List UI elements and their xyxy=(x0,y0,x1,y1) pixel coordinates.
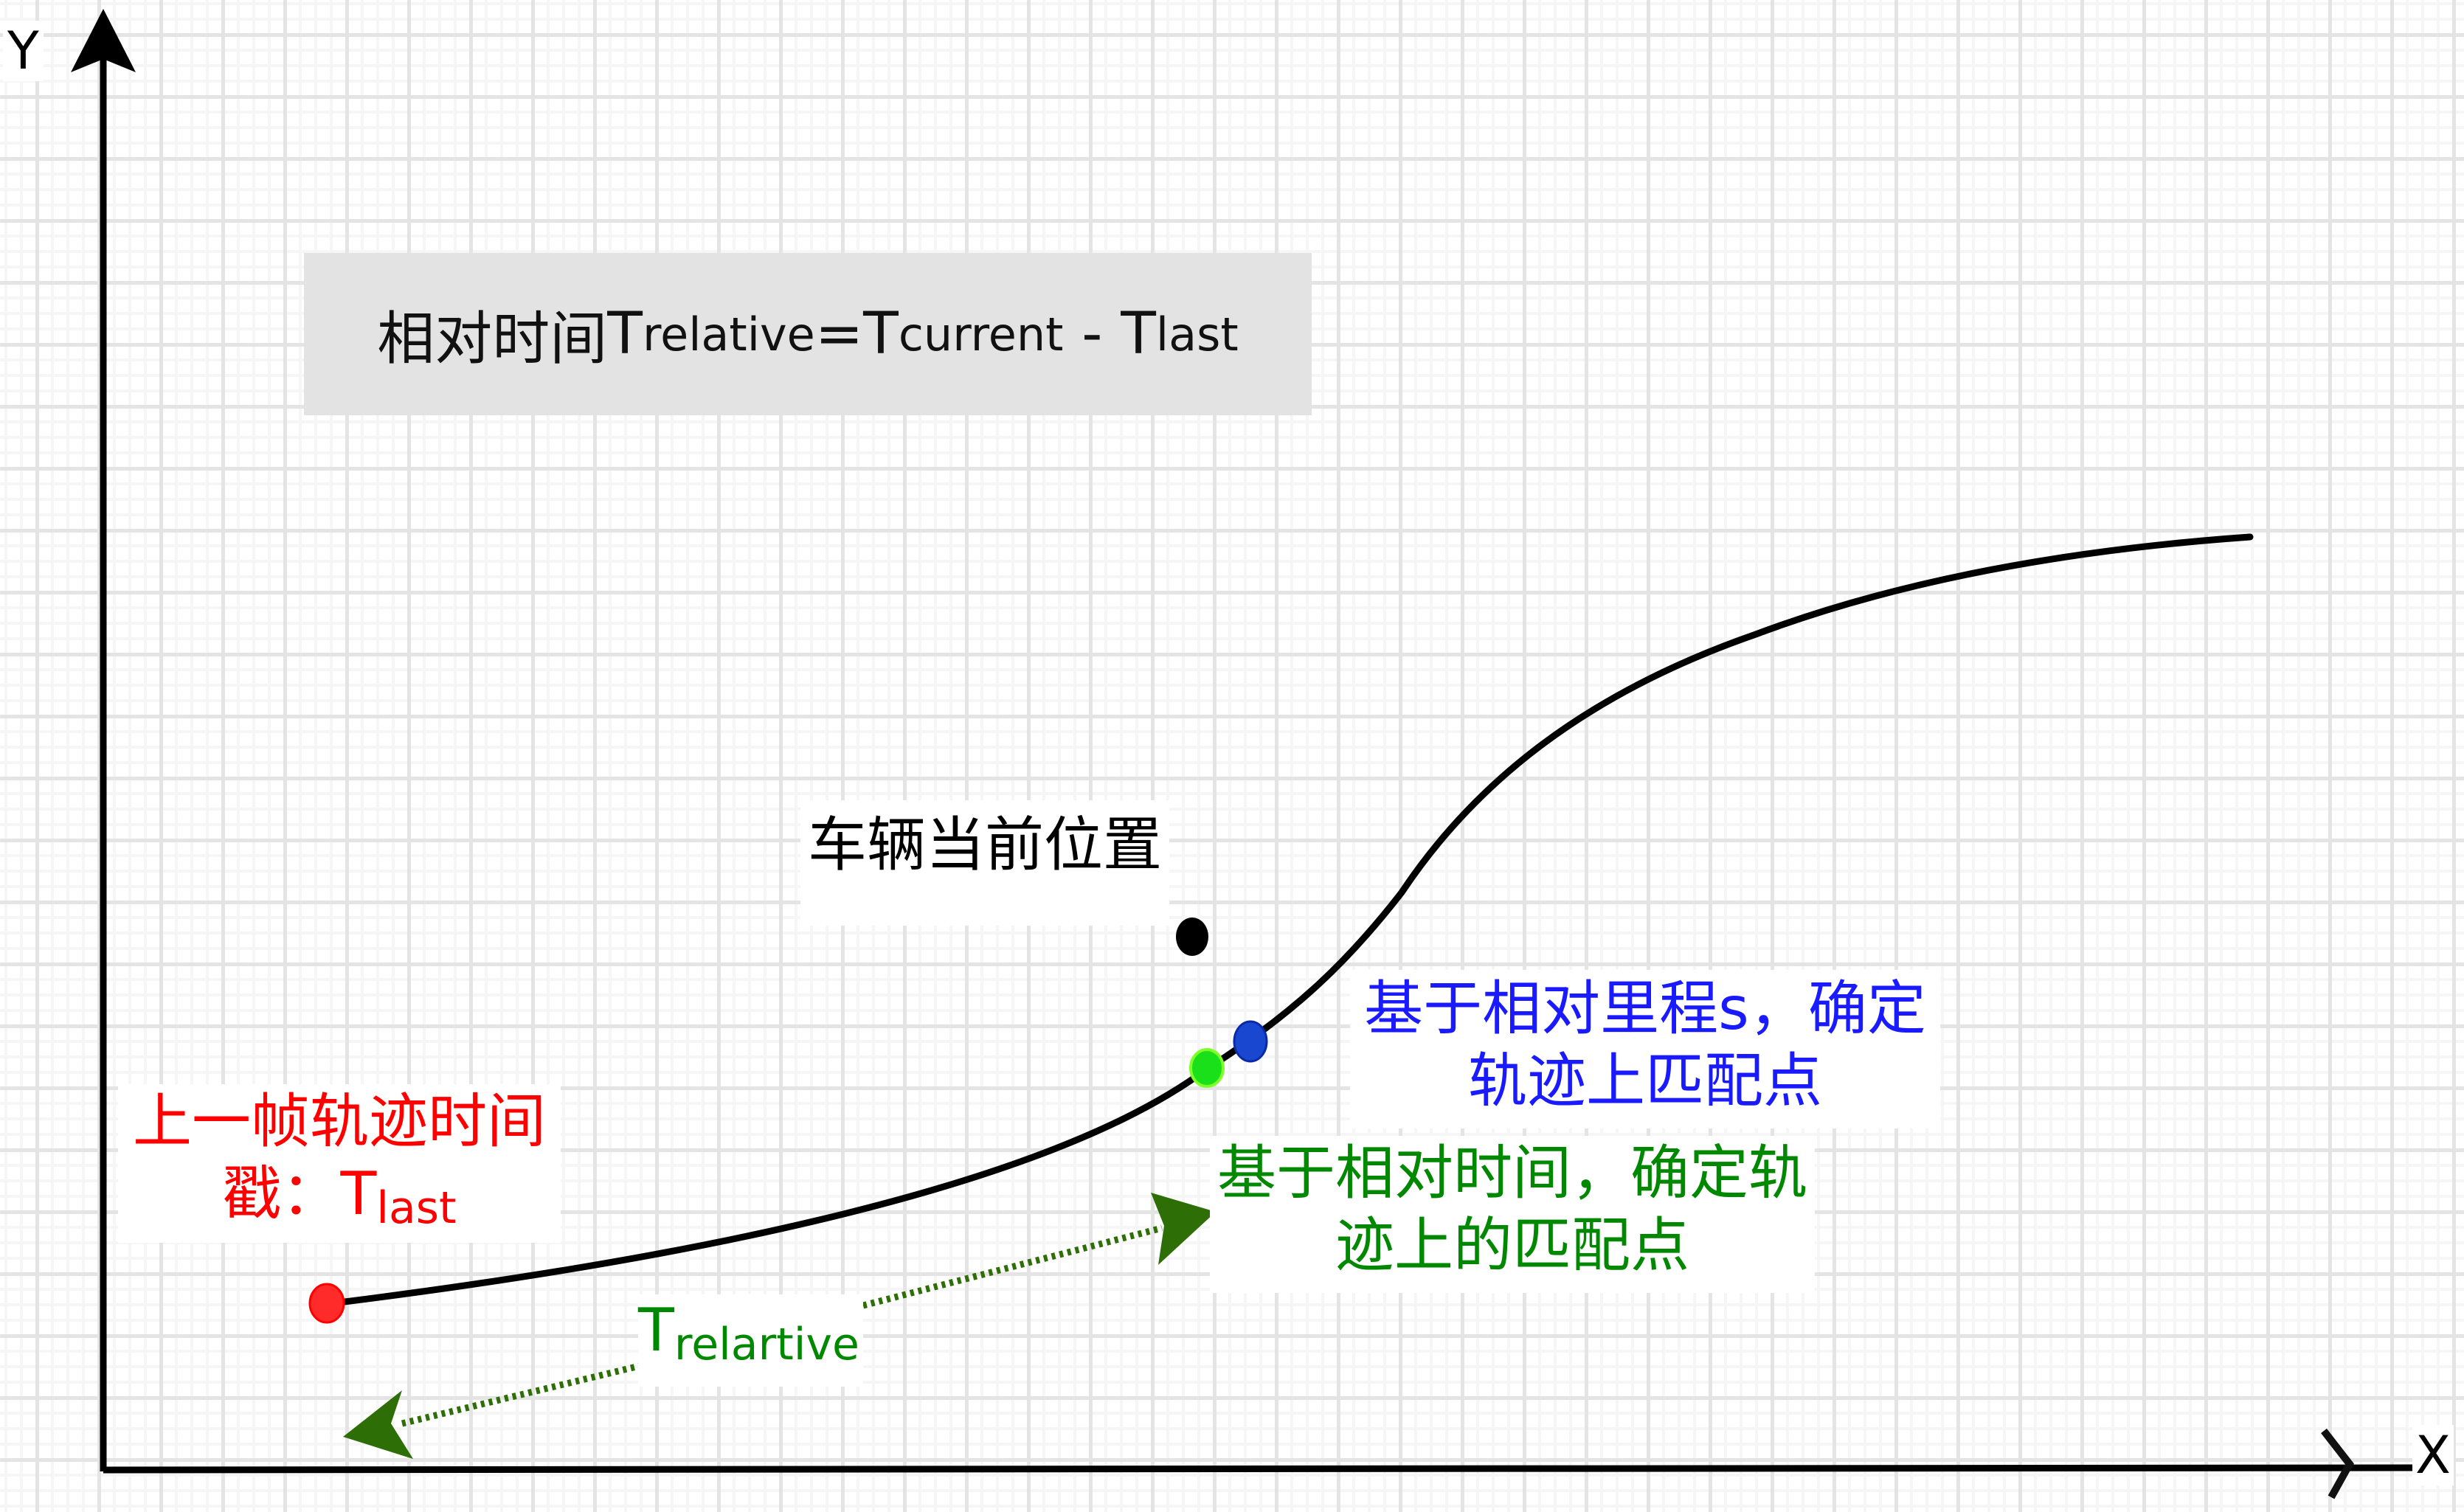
last-frame-label-line1: 上一帧轨迹时间 xyxy=(133,1087,546,1156)
arrow-left-head-icon xyxy=(343,1390,413,1459)
last-frame-timestamp-label: 上一帧轨迹时间 戳：Tlast xyxy=(118,1084,561,1243)
last-frame-point xyxy=(308,1283,345,1324)
distance-match-point xyxy=(1233,1020,1268,1063)
distance-match-label: 基于相对里程s，确定 轨迹上匹配点 xyxy=(1350,970,1940,1129)
x-axis xyxy=(103,1428,2413,1499)
formula-prefix: 相对时间 xyxy=(377,306,608,372)
formula-t-last-sub: last xyxy=(1155,307,1239,361)
relative-time-arrow xyxy=(343,1193,1216,1459)
vehicle-position-label: 车辆当前位置 xyxy=(800,800,1169,926)
last-frame-label-line2: 戳：Tlast xyxy=(222,1159,457,1234)
x-axis-label: X xyxy=(2412,1425,2454,1485)
arrow-right-head-icon xyxy=(1151,1193,1216,1265)
relative-time-label: Trelartive xyxy=(638,1294,863,1387)
time-match-line2: 迹上的匹配点 xyxy=(1335,1210,1689,1280)
distance-match-line2: 轨迹上匹配点 xyxy=(1468,1046,1822,1115)
time-match-line1: 基于相对时间，确定轨 xyxy=(1217,1139,1807,1207)
time-match-label: 基于相对时间，确定轨 迹上的匹配点 xyxy=(1210,1136,1815,1294)
formula-t-relative-sub: relative xyxy=(642,307,815,361)
time-match-point xyxy=(1189,1048,1225,1088)
x-axis-arrow-icon xyxy=(2321,1428,2354,1499)
formula-t-current-sub: current xyxy=(898,307,1064,361)
formula-t-relative: T xyxy=(607,301,643,367)
y-axis-arrow-icon xyxy=(71,9,136,72)
formula-equals: = xyxy=(814,301,864,367)
formula-minus: - xyxy=(1063,301,1121,367)
distance-match-line1: 基于相对里程s，确定 xyxy=(1364,974,1926,1043)
trajectory-curve xyxy=(323,533,2254,1308)
formula-t-current: T xyxy=(863,301,899,367)
y-axis xyxy=(71,9,136,1471)
vehicle-position-point xyxy=(1176,918,1208,956)
y-axis-label: Y xyxy=(3,21,44,81)
formula-t-last: T xyxy=(1121,301,1156,367)
